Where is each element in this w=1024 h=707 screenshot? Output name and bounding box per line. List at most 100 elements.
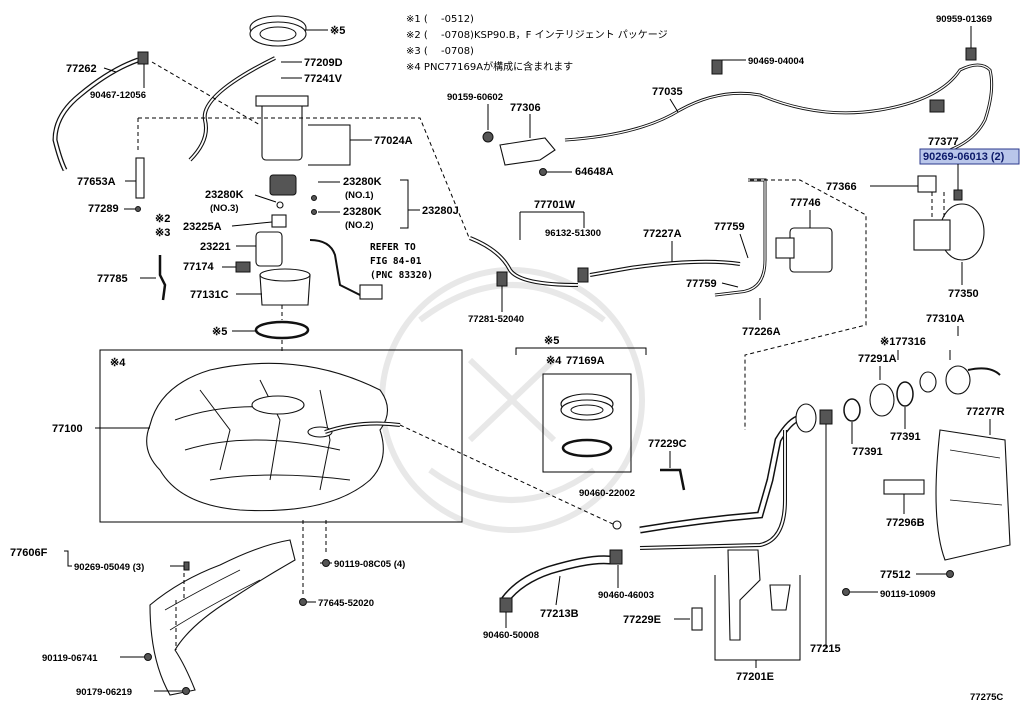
fuel-lid-77350[interactable]: [913, 203, 985, 261]
label-77289[interactable]: 77289: [88, 203, 119, 215]
label-77377[interactable]: 77377: [928, 136, 959, 148]
label-77350[interactable]: 77350: [948, 288, 979, 300]
mark-5-top: ※5: [330, 25, 345, 37]
label-90467-12056[interactable]: 90467-12056: [90, 90, 146, 101]
label-77759-top[interactable]: 77759: [714, 221, 745, 233]
lock-ring-box: [542, 373, 632, 473]
harness-77785[interactable]: [158, 255, 167, 301]
gasket-77391-a[interactable]: [843, 398, 861, 422]
label-23280k-no1-sub: (NO.1): [345, 190, 374, 201]
label-90269-06013[interactable]: 90269-06013 (2): [923, 151, 1005, 163]
label-77100[interactable]: 77100: [52, 423, 83, 435]
mark-2: ※2: [155, 213, 170, 225]
highlight-90269-06013[interactable]: 90269-06013 (2): [919, 148, 1020, 165]
label-90469-04004[interactable]: 90469-04004: [748, 56, 805, 67]
mark-4-tank: ※4: [110, 357, 126, 369]
label-77262[interactable]: 77262: [66, 63, 97, 75]
label-77512[interactable]: 77512: [880, 569, 911, 581]
label-77606f[interactable]: 77606F: [10, 547, 48, 559]
filler-pipe[interactable]: [639, 414, 802, 534]
figure-number: 77275C: [970, 692, 1003, 703]
refer-line-2[interactable]: FIG 84-01: [370, 256, 422, 267]
filler-inlet-77291a[interactable]: [869, 381, 914, 417]
label-23280k-no3[interactable]: 23280K: [205, 189, 244, 201]
label-77213b[interactable]: 77213B: [540, 608, 579, 620]
lock-ring-top[interactable]: [249, 15, 307, 47]
rod-77653a[interactable]: [135, 157, 145, 199]
pump-module-77024a[interactable]: [255, 95, 309, 196]
mark-4-box: ※4: [546, 355, 562, 367]
label-77759-bottom[interactable]: 77759: [686, 278, 717, 290]
label-77201e[interactable]: 77201E: [736, 671, 774, 683]
clamp-90469-04004[interactable]: [711, 59, 723, 75]
label-23280k-no1[interactable]: 23280K: [343, 176, 382, 188]
tank-box: [99, 349, 463, 523]
hose-77262[interactable]: [52, 51, 149, 172]
fuel-cap-77310a[interactable]: [919, 365, 1001, 395]
label-77024a[interactable]: 77024A: [374, 135, 413, 147]
label-90179-06219[interactable]: 90179-06219: [76, 687, 132, 698]
label-77169a[interactable]: 77169A: [566, 355, 605, 367]
label-23280j[interactable]: 23280J: [422, 205, 459, 217]
label-90460-22002[interactable]: 90460-22002: [579, 488, 635, 499]
refer-line-3: (PNC 83320): [370, 270, 433, 281]
label-90269-05049[interactable]: 90269-05049 (3): [74, 562, 144, 573]
label-77701w[interactable]: 77701W: [534, 199, 576, 211]
label-77227a[interactable]: 77227A: [643, 228, 682, 240]
label-77291a[interactable]: 77291A: [858, 353, 897, 365]
label-77306[interactable]: 77306: [510, 102, 541, 114]
sender-harness[interactable]: [309, 239, 361, 296]
note-2: ※2 ( -0708)KSP90.B，F インテリジェント パッケージ: [406, 29, 668, 41]
protector-77606f[interactable]: [149, 539, 296, 696]
bracket-assembly-77201e[interactable]: [691, 549, 791, 641]
label-64648a[interactable]: 64648A: [575, 166, 614, 178]
label-23280k-no2[interactable]: 23280K: [343, 206, 382, 218]
label-96132-51300[interactable]: 96132-51300: [545, 228, 601, 239]
mark-5-box: ※5: [544, 335, 559, 347]
label-77785[interactable]: 77785: [97, 273, 128, 285]
refer-line-1: REFER TO: [370, 242, 416, 253]
label-177316[interactable]: ※177316: [880, 336, 926, 348]
label-77209d[interactable]: 77209D: [304, 57, 343, 69]
label-77226a[interactable]: 77226A: [742, 326, 781, 338]
bracket-77296b[interactable]: [883, 479, 925, 495]
label-23280k-no2-sub: (NO.2): [345, 220, 374, 231]
label-23225a[interactable]: 23225A: [183, 221, 222, 233]
label-90159-60602[interactable]: 90159-60602: [447, 92, 503, 103]
label-23221[interactable]: 23221: [200, 241, 231, 253]
label-77035[interactable]: 77035: [652, 86, 683, 98]
label-77229e[interactable]: 77229E: [623, 614, 661, 626]
label-77241v[interactable]: 77241V: [304, 73, 343, 85]
label-90460-46003[interactable]: 90460-46003: [598, 590, 654, 601]
bracket-77131c[interactable]: [259, 268, 311, 306]
label-77391-b[interactable]: 77391: [890, 431, 921, 443]
label-77131c[interactable]: 77131C: [190, 289, 229, 301]
gasket-ring[interactable]: [254, 320, 310, 340]
bracket-77306[interactable]: [482, 131, 556, 166]
label-77174[interactable]: 77174: [183, 261, 214, 273]
label-77277r[interactable]: 77277R: [966, 406, 1005, 418]
label-77281-52040[interactable]: 77281-52040: [468, 314, 524, 325]
label-90959-01369[interactable]: 90959-01369: [936, 14, 992, 25]
label-90460-50008[interactable]: 90460-50008: [483, 630, 539, 641]
label-90119-08c05[interactable]: 90119-08C05 (4): [334, 559, 405, 570]
label-77229c[interactable]: 77229C: [648, 438, 687, 450]
label-77391-a[interactable]: 77391: [852, 446, 883, 458]
label-90119-06741[interactable]: 90119-06741: [42, 653, 98, 664]
label-77296b[interactable]: 77296B: [886, 517, 925, 529]
pipe-77226a[interactable]: [714, 178, 767, 297]
label-77653a[interactable]: 77653A: [77, 176, 116, 188]
lock-ring-77169a[interactable]: [560, 393, 614, 458]
shield-77277r[interactable]: [935, 429, 1011, 561]
fuel-tank-77100[interactable]: [146, 362, 389, 512]
fuel-pump-23221[interactable]: [255, 231, 283, 267]
label-77746[interactable]: 77746: [790, 197, 821, 209]
label-77366[interactable]: 77366: [826, 181, 857, 193]
label-77645-52020[interactable]: 77645-52020: [318, 598, 374, 609]
label-90119-10909[interactable]: 90119-10909: [880, 589, 935, 600]
label-77310a[interactable]: 77310A: [926, 313, 965, 325]
label-77215[interactable]: 77215: [810, 643, 841, 655]
canister-77746[interactable]: [775, 227, 833, 273]
